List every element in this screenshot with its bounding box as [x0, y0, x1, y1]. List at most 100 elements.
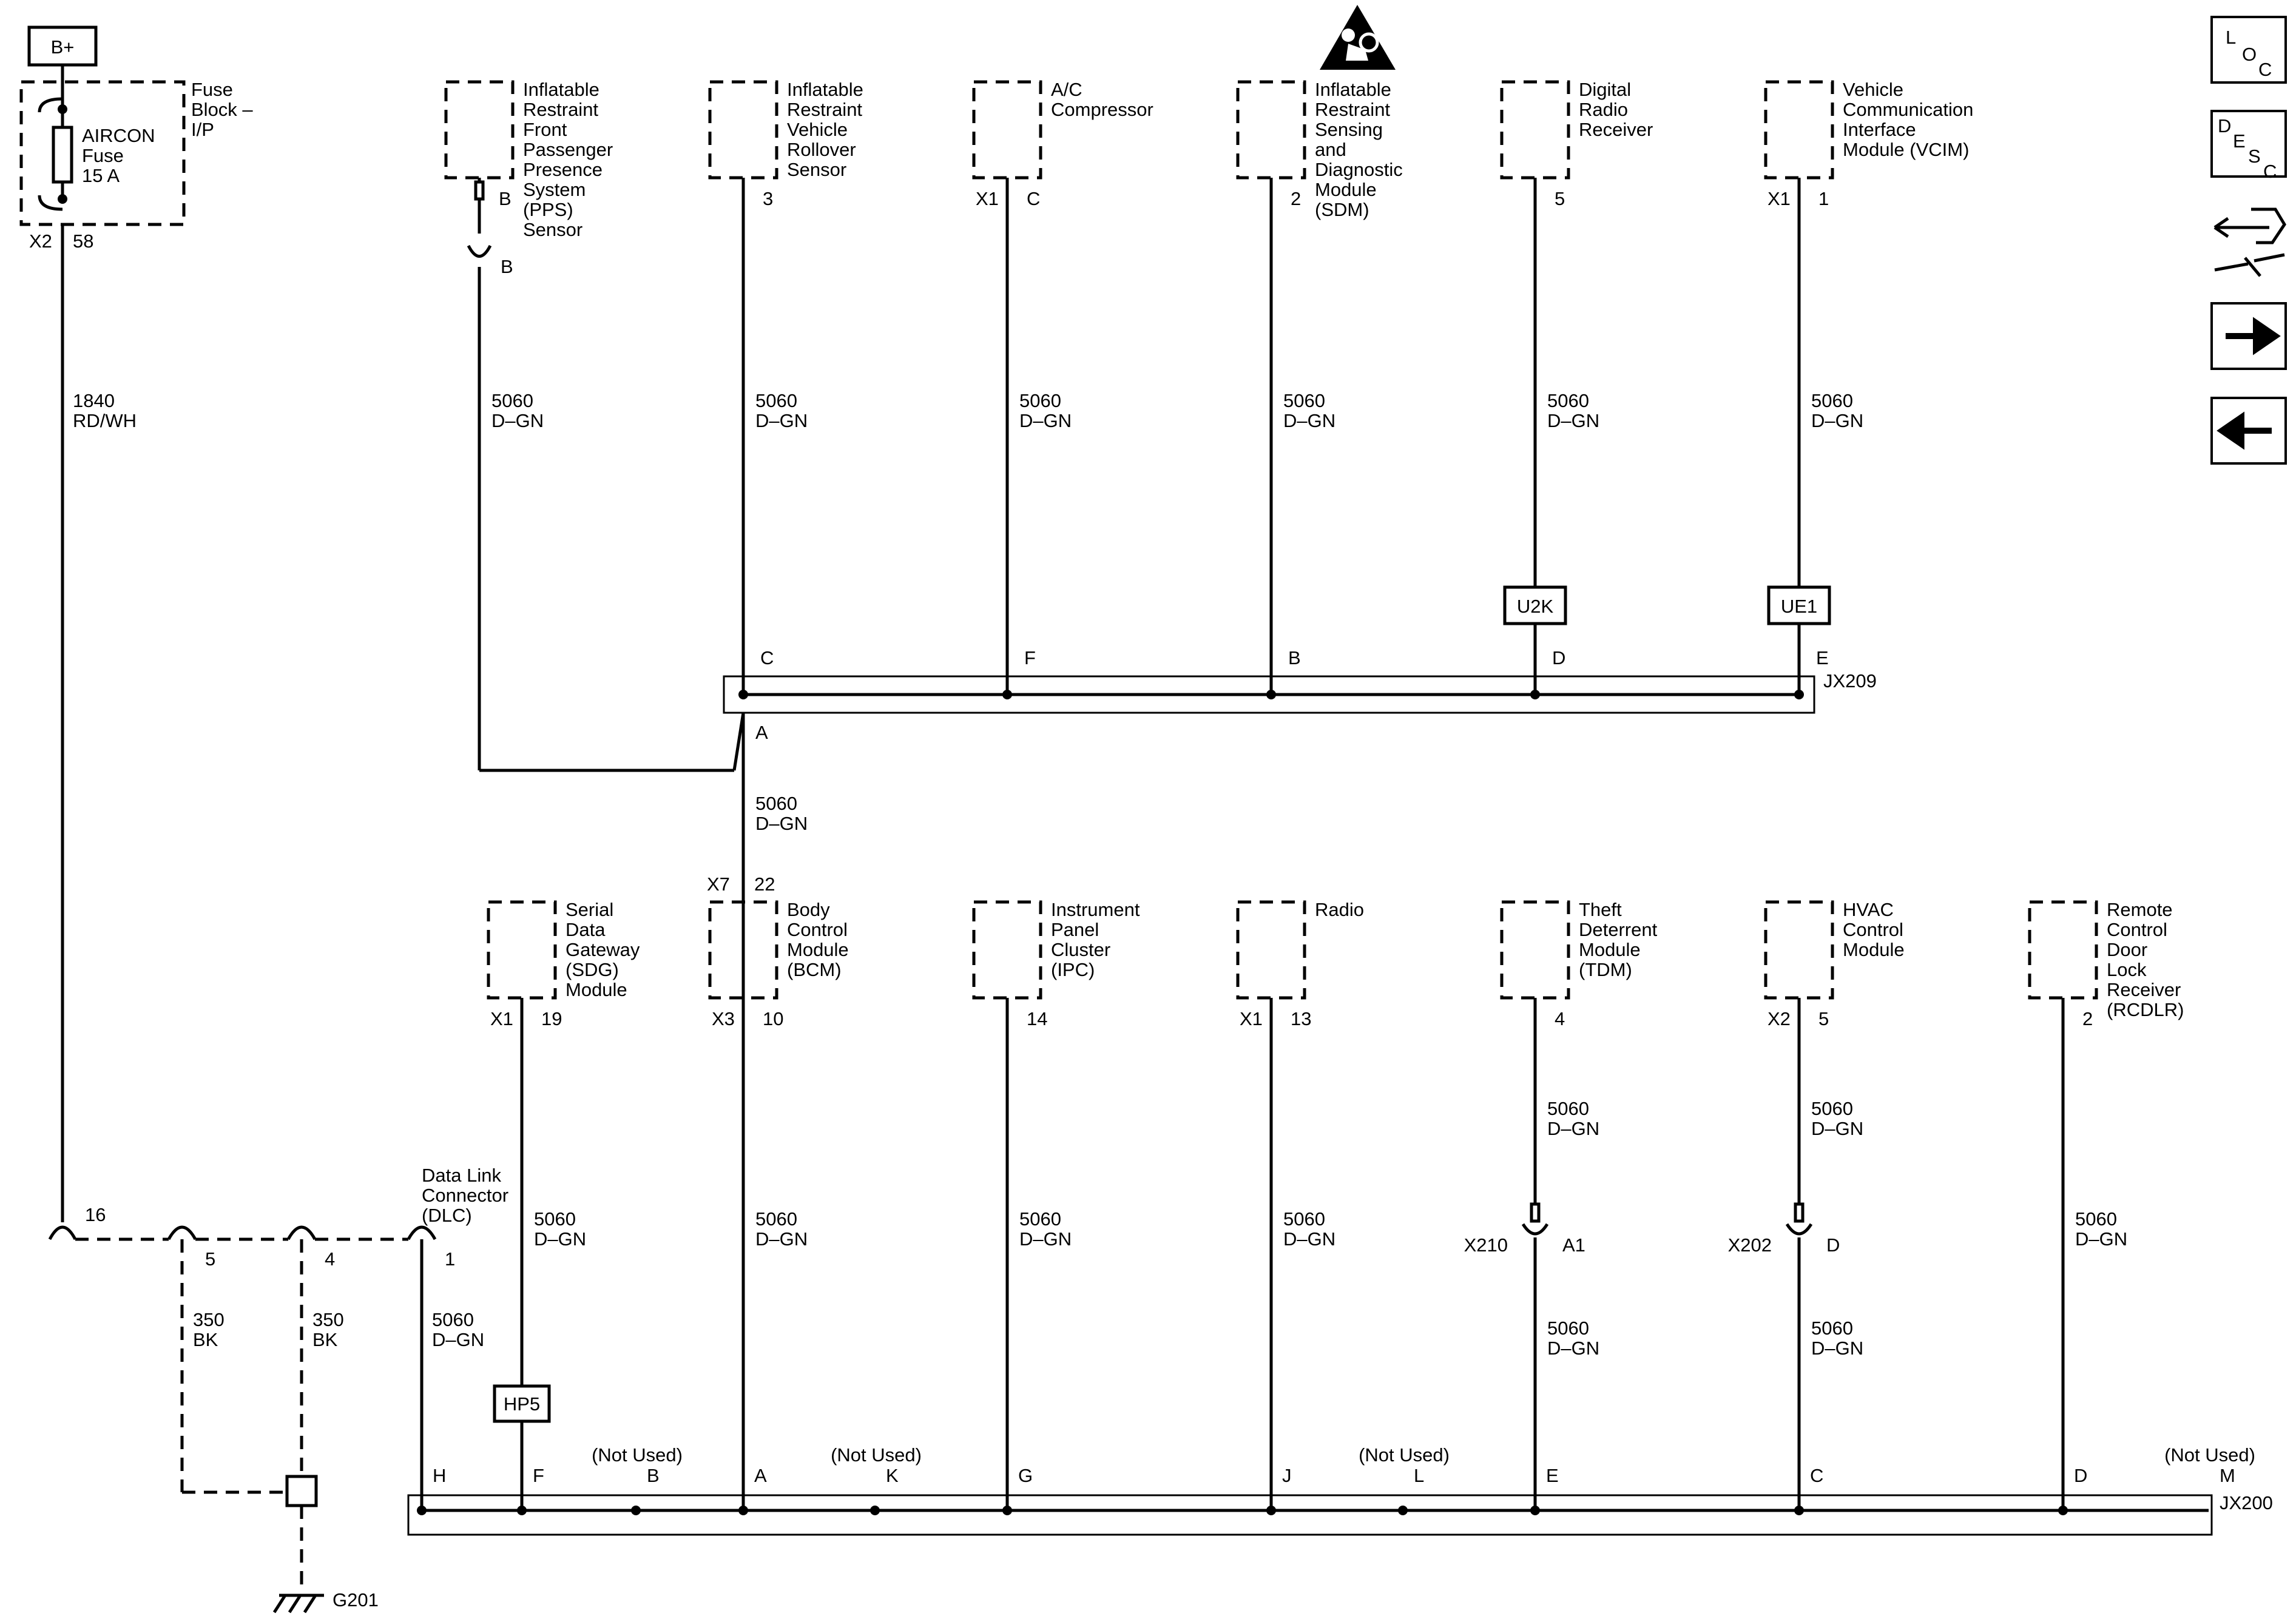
module-name-label: (SDG): [566, 959, 619, 980]
module-name-label: (BCM): [787, 959, 842, 980]
module-name-label: Sensor: [523, 219, 582, 240]
inline-connector-socket: [1785, 1223, 1813, 1236]
module-name-label: (PPS): [523, 199, 573, 220]
wire-number-label: 5060: [1547, 1098, 1589, 1119]
module-name-label: Diagnostic: [1315, 159, 1403, 180]
splice-pin-label: J: [1282, 1465, 1292, 1486]
module-box: [1236, 80, 1306, 180]
pin-label: 5: [1818, 1008, 1829, 1029]
module-name-label: Deterrent: [1579, 919, 1658, 940]
splice-pin-label: D: [1552, 647, 1565, 668]
previous-page-button[interactable]: [2210, 397, 2287, 465]
fuse-bracket-top: [38, 97, 63, 113]
pin-label: 10: [763, 1008, 783, 1029]
module-name-label: HVAC: [1843, 899, 1894, 920]
connector-label: X7: [707, 873, 730, 895]
connector-label: X1: [1768, 188, 1791, 209]
wire-number-label: 1840: [73, 390, 115, 411]
wire-color-label: D–GN: [432, 1329, 484, 1350]
connector-label: X1: [490, 1008, 513, 1029]
pin-label: B: [499, 188, 512, 209]
fuse-contact-dot: [58, 194, 67, 204]
module-name-label: Cluster: [1051, 939, 1110, 960]
module-name-label: Receiver: [2107, 979, 2181, 1000]
inline-connector-pin: [1530, 1202, 1541, 1223]
splice-pack-box: [493, 1384, 551, 1423]
pin-label: 5: [1555, 188, 1565, 209]
junction-dot: [738, 1506, 748, 1515]
wire-number-label: 5060: [1283, 1208, 1325, 1230]
splice-pin-label: F: [1024, 647, 1036, 668]
loc-button[interactable]: LOC: [2210, 16, 2287, 84]
fuse-pin-label: 58: [73, 231, 93, 252]
pin-label: C: [1027, 188, 1040, 209]
splice-pin-label: C: [760, 647, 774, 668]
module-name-label: A/C: [1051, 79, 1082, 100]
wire-color-label: D–GN: [755, 813, 808, 834]
splice-pack-box: [1767, 585, 1831, 625]
inline-connector-pin: [474, 180, 485, 201]
next-page-button[interactable]: [2210, 302, 2287, 370]
wire-number-label: 5060: [1283, 390, 1325, 411]
module-name-label: Module: [566, 979, 627, 1000]
wire-color-label: D–GN: [1019, 1228, 1072, 1250]
not-used-label: (Not Used): [1359, 1444, 1450, 1466]
splice-pack-label: U2K: [1517, 596, 1554, 617]
module-name-label: Panel: [1051, 919, 1099, 940]
wrench-icon: [2214, 253, 2285, 277]
wire-color-label: D–GN: [534, 1228, 586, 1250]
wire-number-label: 5060: [1811, 390, 1853, 411]
module-box: [972, 900, 1042, 1000]
wire-color-label: D–GN: [1547, 410, 1599, 431]
module-box: [487, 900, 557, 1000]
module-box: [1236, 900, 1306, 1000]
module-name-label: Vehicle: [1843, 79, 1903, 100]
fuse-bracket-bottom: [38, 195, 63, 211]
connector-end-view-button[interactable]: [2213, 207, 2286, 277]
module-name-label: Module: [1315, 179, 1377, 200]
jx200-junction-block: [407, 1494, 2213, 1536]
inline-connector-socket: [467, 244, 492, 258]
wire-number-label: 5060: [1547, 390, 1589, 411]
module-name-label: Theft: [1579, 899, 1622, 920]
module-name-label: Data: [566, 919, 606, 940]
connector-label: X1: [1240, 1008, 1263, 1029]
module-name-label: (TDM): [1579, 959, 1632, 980]
junction-dot: [517, 1506, 527, 1515]
ground-symbol-icon: [272, 1594, 287, 1614]
connector-label: X2: [1768, 1008, 1791, 1029]
module-box: [708, 900, 778, 1000]
module-name-label: Restraint: [523, 99, 598, 120]
wire-number-label: 5060: [432, 1309, 474, 1330]
wire-number-label: 5060: [755, 1208, 797, 1230]
module-name-label: Inflatable: [1315, 79, 1391, 100]
wire-color-label: D–GN: [1811, 410, 1863, 431]
junction-dot: [1530, 1506, 1540, 1515]
wire-color-label: D–GN: [1547, 1338, 1599, 1359]
splice-pack-box: [1503, 585, 1567, 625]
module-name-label: Control: [787, 919, 848, 940]
dlc-pin-socket: [167, 1225, 197, 1240]
wire-number-label: 5060: [1019, 390, 1061, 411]
module-name-label: Module (VCIM): [1843, 139, 1969, 160]
connector-view-icon: [2251, 207, 2286, 244]
desc-letter-label: E: [2233, 130, 2246, 152]
module-name-label: Instrument: [1051, 899, 1140, 920]
fuse-connector-label: X2: [29, 231, 52, 252]
arrow-right-icon: [2226, 317, 2281, 355]
dlc-name-label: Data Link: [422, 1165, 501, 1186]
module-name-label: Rollover: [787, 139, 856, 160]
wire-number-label: 5060: [1547, 1318, 1589, 1339]
module-name-label: Sensing: [1315, 119, 1383, 140]
airbag-warning-icon: [1342, 29, 1355, 42]
wire-color-label: BK: [312, 1329, 338, 1350]
wire-number-label: 5060: [2075, 1208, 2117, 1230]
junction-dot: [1266, 1506, 1276, 1515]
connector-label: X1: [976, 188, 999, 209]
desc-letter-label: C: [2263, 161, 2277, 182]
module-name-label: Module: [1579, 939, 1641, 960]
not-used-label: (Not Used): [592, 1444, 683, 1466]
module-name-label: Module: [787, 939, 849, 960]
dlc-pin-power-socket: [48, 1225, 77, 1240]
